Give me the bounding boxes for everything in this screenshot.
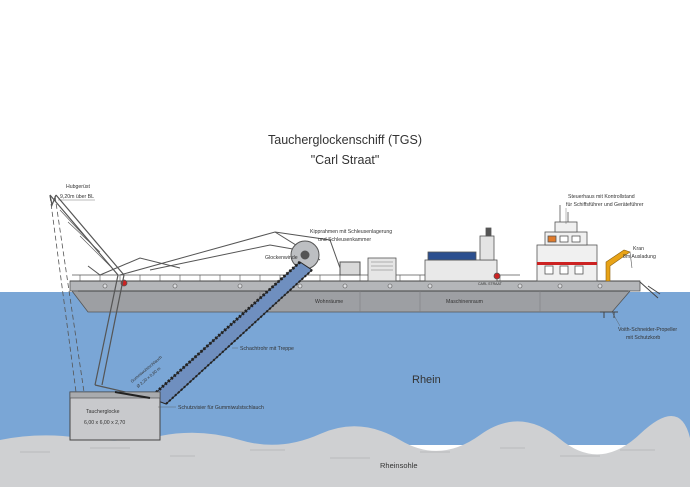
hull-name-text: CARL STRAAT (478, 282, 503, 286)
ship-name-title: "Carl Straat" (310, 153, 380, 167)
label-hubgeruest: Hubgerüst (66, 184, 90, 190)
label-voith-2: mit Schutzkorb (626, 335, 660, 341)
label-steuerhaus-2: für Schiffsführer und Geräteführer (566, 202, 644, 208)
leader-voith (611, 311, 621, 327)
label-kipprahmen-2: und Schleusenkammer (318, 237, 371, 243)
voith-propeller (600, 281, 661, 318)
label-hubgeruest-height: 9,20m über BL (60, 194, 94, 200)
label-glockenwinde: Glockenwinde (265, 255, 298, 261)
diving-bell (69, 391, 161, 441)
riverbed-texture (20, 447, 655, 459)
label-kipprahmen-1: Kipprahmen mit Schleusenlagerung (310, 229, 392, 235)
label-voith-1: Voith-Schneider-Propeller (618, 327, 677, 333)
label-rhein: Rhein (412, 374, 441, 386)
label-steuerhaus-1: Steuerhaus mit Kontrollstand (568, 194, 635, 200)
lifting-frame (49, 194, 125, 393)
label-glocke-dims: 6,00 x 6,00 x 2,70 (84, 420, 125, 426)
label-rheinsohle: Rheinsohle (380, 461, 418, 470)
label-maschinenraum: Maschinenraum (446, 299, 483, 305)
label-schachtrohr: Schachtrohr mit Treppe (240, 346, 294, 352)
label-kran-ausladung: 8m Ausladung (623, 254, 656, 260)
label-taucherglocke: Taucherglocke (86, 409, 120, 415)
deck-structures (120, 205, 598, 287)
label-wohnraeume: Wohnräume (315, 299, 343, 305)
crane (605, 249, 633, 282)
diagram-title: Taucherglockenschiff (TGS) (268, 133, 422, 147)
ship-hull (69, 274, 641, 313)
shaft-tube (148, 260, 313, 405)
river-water (0, 292, 690, 445)
riverbed (0, 415, 690, 487)
label-schutzvisier: Schutzvisier für Gummiwulstschlauch (178, 405, 264, 411)
label-kran: Kran (633, 246, 644, 252)
